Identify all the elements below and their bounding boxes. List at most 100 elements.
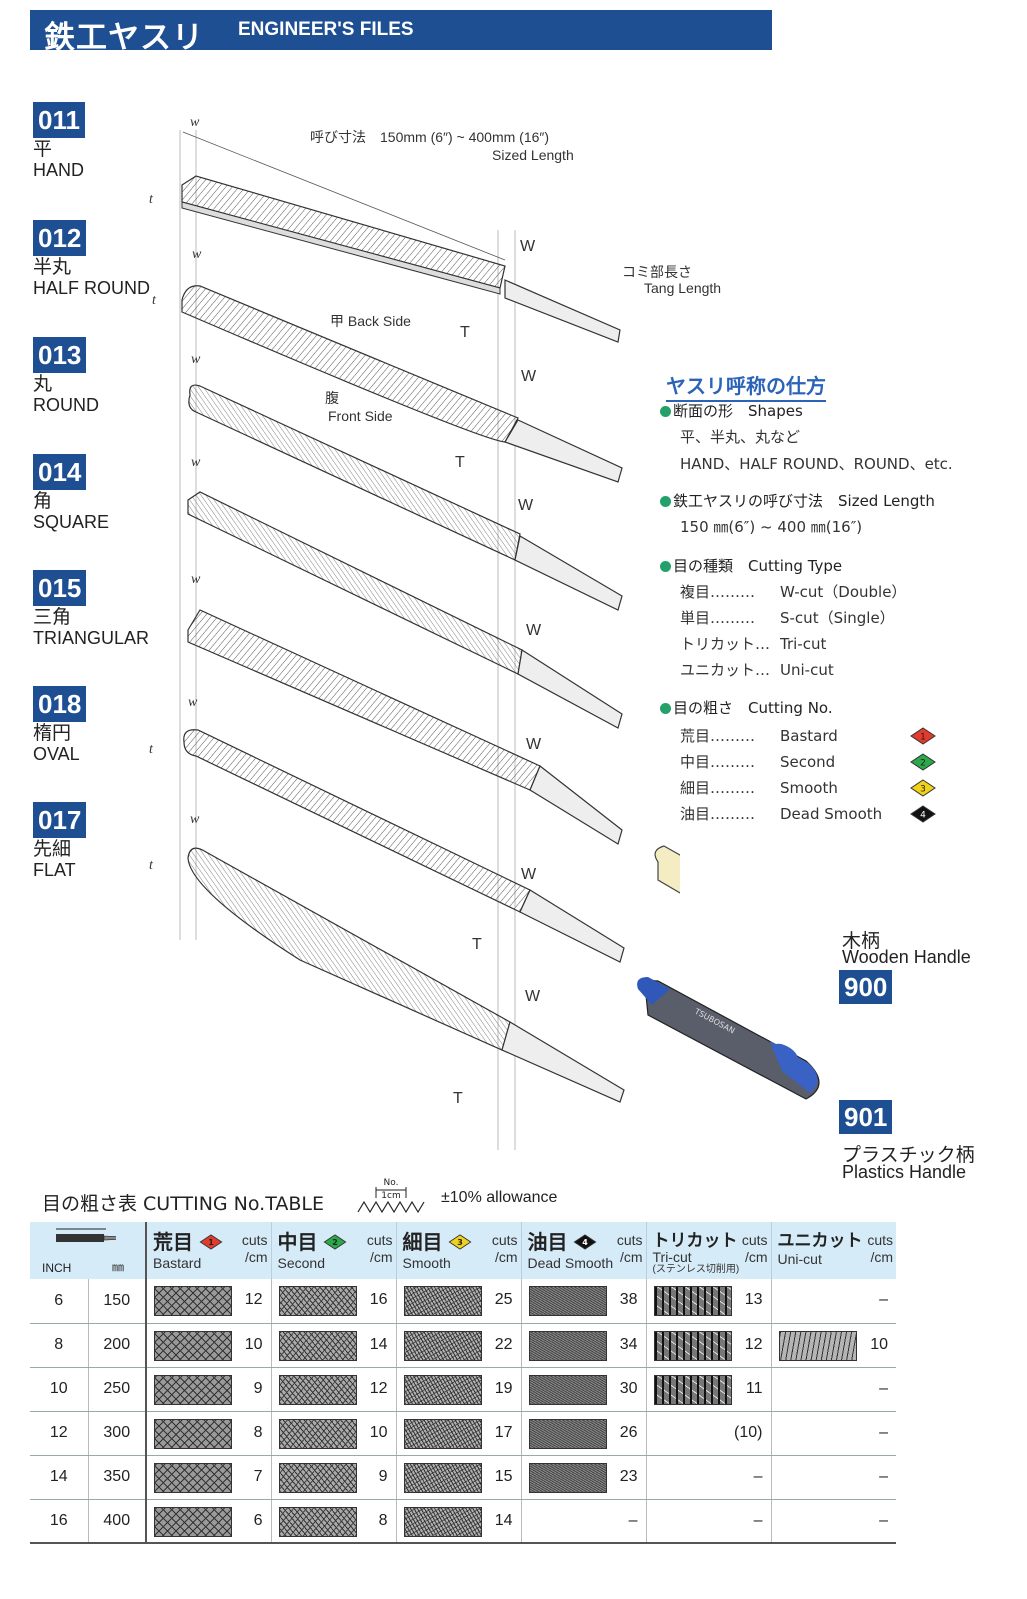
dim-w: w <box>190 812 200 827</box>
cut-texture-image <box>154 1506 232 1537</box>
dim-T: T <box>460 324 470 341</box>
table-row: 14 350 7 9 15 23 – – <box>30 1455 896 1500</box>
inch-cell: 10 <box>30 1367 89 1412</box>
dim-t: t <box>152 293 156 308</box>
cut-cell: – <box>771 1279 896 1324</box>
cut-cell: 16 <box>271 1279 397 1324</box>
dim-W: W <box>521 368 537 385</box>
cut-cell: (10) <box>646 1411 772 1456</box>
cuts-per-cm-label: cuts/cm <box>241 1232 268 1265</box>
file-flat <box>187 847 625 1103</box>
cut-texture-image <box>528 1418 607 1449</box>
cutting-no-table: INCH ㎜ 荒目 1 Bastard cuts/cm 中目 2 Second … <box>30 1222 896 1544</box>
grade-3-icon: 3 <box>448 1234 472 1250</box>
cut-cell: 12 <box>646 1323 772 1368</box>
cut-cell: 8 <box>271 1499 397 1544</box>
dim-T: T <box>472 936 482 953</box>
inch-label: INCH <box>42 1261 72 1275</box>
cut-cell: 9 <box>146 1367 272 1412</box>
svg-text:1: 1 <box>208 1238 214 1247</box>
legend-grade-item: 細目………Smooth <box>680 779 838 797</box>
file-hand <box>181 175 621 343</box>
table-row: 10 250 9 12 19 30 11 – <box>30 1367 896 1412</box>
cut-gauge-icon: No. 1cm <box>357 1178 425 1214</box>
cuts-per-cm-label: cuts/cm <box>491 1232 518 1265</box>
cut-texture-image <box>653 1374 732 1405</box>
grade-1-icon: 1 <box>199 1234 223 1250</box>
legend-size-line: 150 ㎜(6″) ~ 400 ㎜(16″) <box>680 518 863 536</box>
dim-W: W <box>521 866 537 883</box>
cut-cell: 17 <box>396 1411 522 1456</box>
product-code: 015 <box>33 570 87 606</box>
grade-1-icon: 1 <box>910 727 936 745</box>
svg-text:4: 4 <box>920 811 926 821</box>
product-triangular: 015 三角 TRIANGULAR <box>33 570 149 648</box>
cut-cell: – <box>521 1499 647 1544</box>
col-bastard: 荒目 1 Bastard cuts/cm <box>146 1222 272 1279</box>
bullet-icon <box>660 561 671 572</box>
cut-texture-image <box>403 1286 482 1316</box>
mm-cell: 150 <box>88 1279 147 1324</box>
file-oval <box>183 729 625 963</box>
legend-cutting-no: 目の粗さ Cutting No. <box>660 697 833 718</box>
product-square: 014 角 SQUARE <box>33 454 109 532</box>
svg-text:2: 2 <box>332 1238 338 1247</box>
legend-shapes-line1: 平、半丸、丸など <box>680 428 801 446</box>
cut-cell: 6 <box>146 1499 272 1544</box>
cut-cell: 26 <box>521 1411 647 1456</box>
dim-w: w <box>192 247 202 262</box>
legend-type-item: 複目………W-cut（Double） <box>680 583 907 601</box>
cut-cell: 10 <box>271 1411 397 1456</box>
cut-cell: 15 <box>396 1455 522 1500</box>
product-name-jp: 先細 <box>33 838 72 860</box>
product-code: 018 <box>33 686 87 722</box>
cut-texture-image <box>528 1462 607 1493</box>
cut-cell: – <box>771 1499 896 1544</box>
cuts-per-cm-label: cuts/cm <box>741 1232 768 1265</box>
table-header-row: INCH ㎜ 荒目 1 Bastard cuts/cm 中目 2 Second … <box>30 1222 896 1279</box>
cut-texture-image <box>403 1462 482 1493</box>
cut-texture-image <box>154 1374 232 1405</box>
cut-texture-image <box>278 1374 357 1405</box>
files-illustration <box>179 130 680 1150</box>
cut-texture-image <box>778 1330 857 1361</box>
wooden-handle-jp: 木柄 <box>842 930 881 952</box>
file-half-round <box>181 285 623 483</box>
cuts-per-cm-label: cuts/cm <box>616 1232 643 1265</box>
cut-texture-image <box>528 1330 607 1361</box>
table-title: 目の粗さ表 CUTTING No.TABLE <box>42 1193 324 1215</box>
cut-texture-image <box>403 1374 482 1405</box>
plastic-handle-code: 901 <box>839 1100 893 1134</box>
cut-texture-image <box>278 1418 357 1449</box>
inch-cell: 14 <box>30 1455 89 1500</box>
back-side-label: 甲 Back Side <box>330 313 411 329</box>
product-name-jp: 楕円 <box>33 722 72 744</box>
cut-texture-image <box>278 1330 357 1361</box>
cut-cell: 14 <box>271 1323 397 1368</box>
cut-cell: – <box>771 1367 896 1412</box>
svg-text:1: 1 <box>920 733 926 743</box>
inch-cell: 12 <box>30 1411 89 1456</box>
mm-label: ㎜ <box>112 1260 125 1274</box>
file-icon <box>56 1228 127 1242</box>
product-code: 013 <box>33 337 87 373</box>
cut-texture-image <box>403 1418 482 1449</box>
dim-w: w <box>188 695 198 710</box>
dim-w: w <box>191 572 201 587</box>
legend-size: 鉄工ヤスリの呼び寸法 Sized Length <box>660 490 935 511</box>
cuts-per-cm-label: cuts/cm <box>867 1232 893 1265</box>
cut-cell: 13 <box>646 1279 772 1324</box>
title-en: ENGINEER'S FILES <box>238 19 414 40</box>
grade-3-icon: 3 <box>910 779 936 797</box>
cut-cell: 8 <box>146 1411 272 1456</box>
svg-text:1cm: 1cm <box>381 1191 400 1201</box>
front-side-jp: 腹 <box>325 390 339 406</box>
table-row: 8 200 10 14 22 34 12 10 <box>30 1323 896 1368</box>
svg-text:3: 3 <box>920 785 926 795</box>
bullet-icon <box>660 703 671 714</box>
dim-t: t <box>149 192 153 207</box>
svg-text:3: 3 <box>457 1238 463 1247</box>
cut-cell: – <box>646 1499 772 1544</box>
legend-shapes: 断面の形 Shapes <box>660 400 803 421</box>
cut-cell: 10 <box>771 1323 896 1368</box>
